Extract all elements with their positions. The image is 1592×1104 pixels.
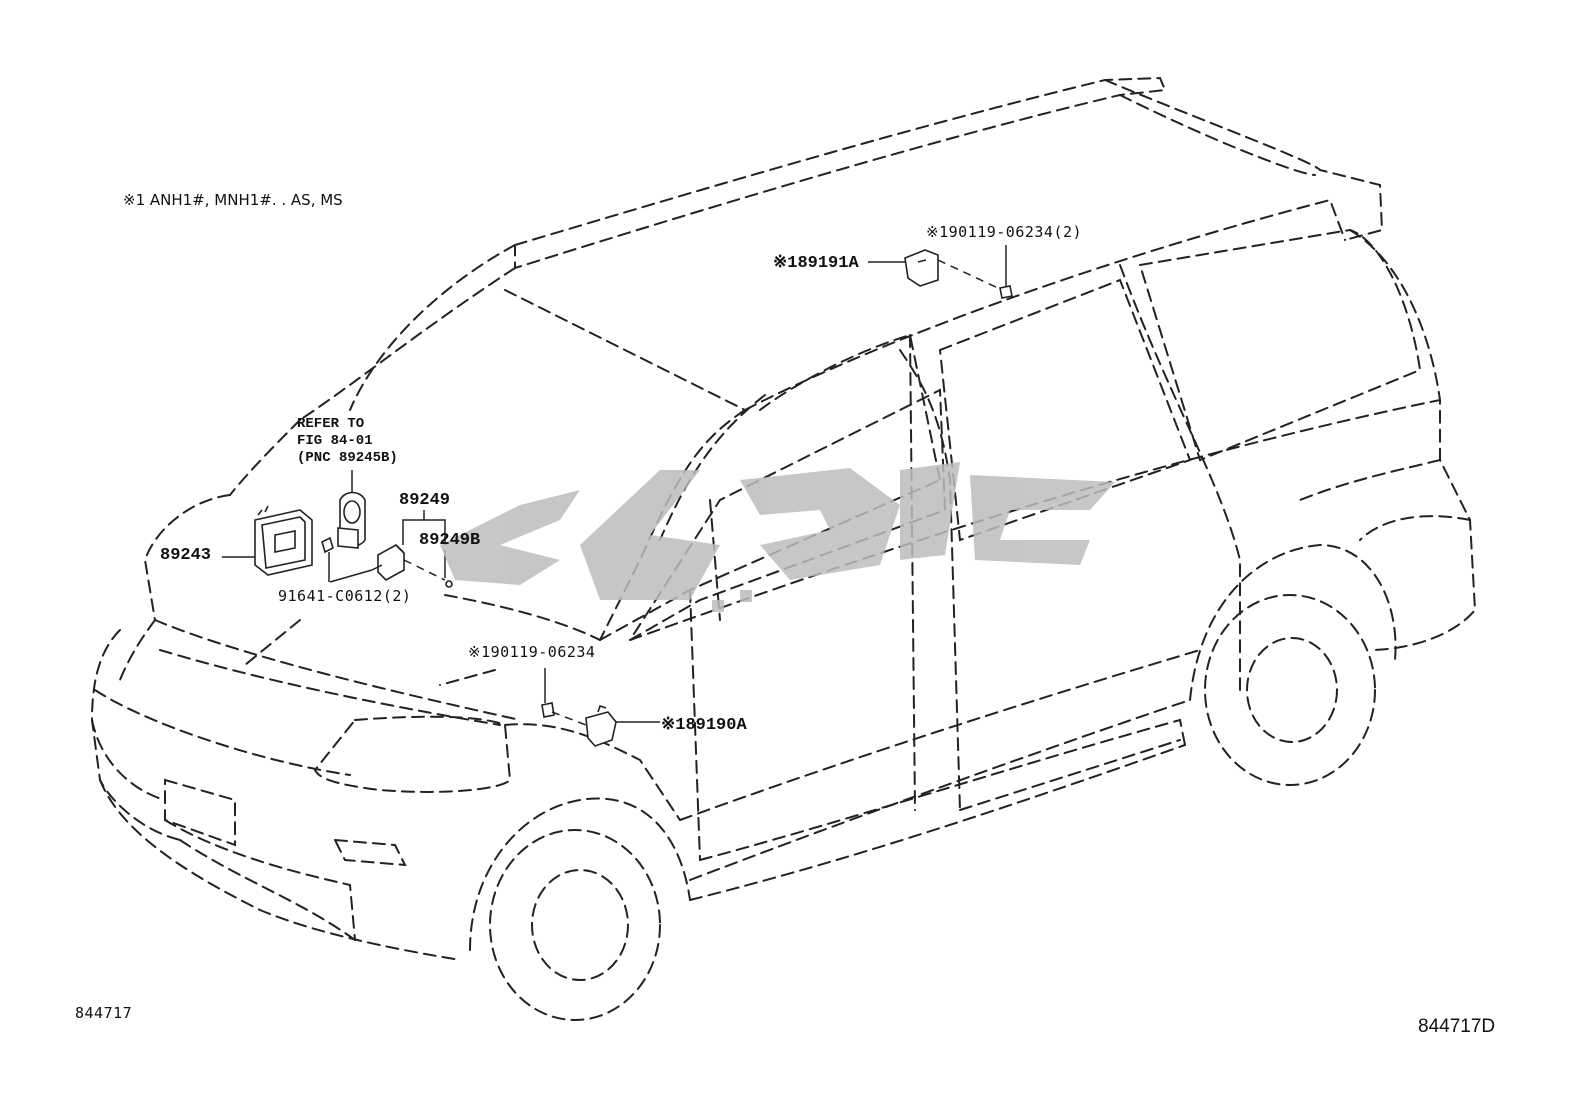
figure-code: 844717D xyxy=(1418,1016,1496,1037)
part-label-90119-06234-rear[interactable]: ※190119-06234(2) xyxy=(926,223,1083,241)
figure-number: 844717 xyxy=(75,1004,133,1022)
part-label-90119-06234-front[interactable]: ※190119-06234 xyxy=(468,643,596,661)
footnote-applicability: ※1 ANH1#, MNH1#. . AS, MS xyxy=(123,191,343,209)
part-label-89191a[interactable]: ※189191A xyxy=(773,254,859,273)
refer-note-line1: REFER TO xyxy=(297,416,365,432)
part-label-89249[interactable]: 89249 xyxy=(399,491,451,510)
part-label-89190a[interactable]: ※189190A xyxy=(661,716,747,735)
part-label-91641-c0612[interactable]: 91641-C0612(2) xyxy=(278,587,412,605)
refer-note: REFER TO FIG 84-01 (PNC 89245B) xyxy=(297,416,398,467)
refer-note-line2: FIG 84-01 xyxy=(297,433,373,449)
part-label-89243[interactable]: 89243 xyxy=(160,546,212,565)
refer-note-line3: (PNC 89245B) xyxy=(297,450,398,466)
part-label-89249b[interactable]: 89249B xyxy=(419,531,481,550)
